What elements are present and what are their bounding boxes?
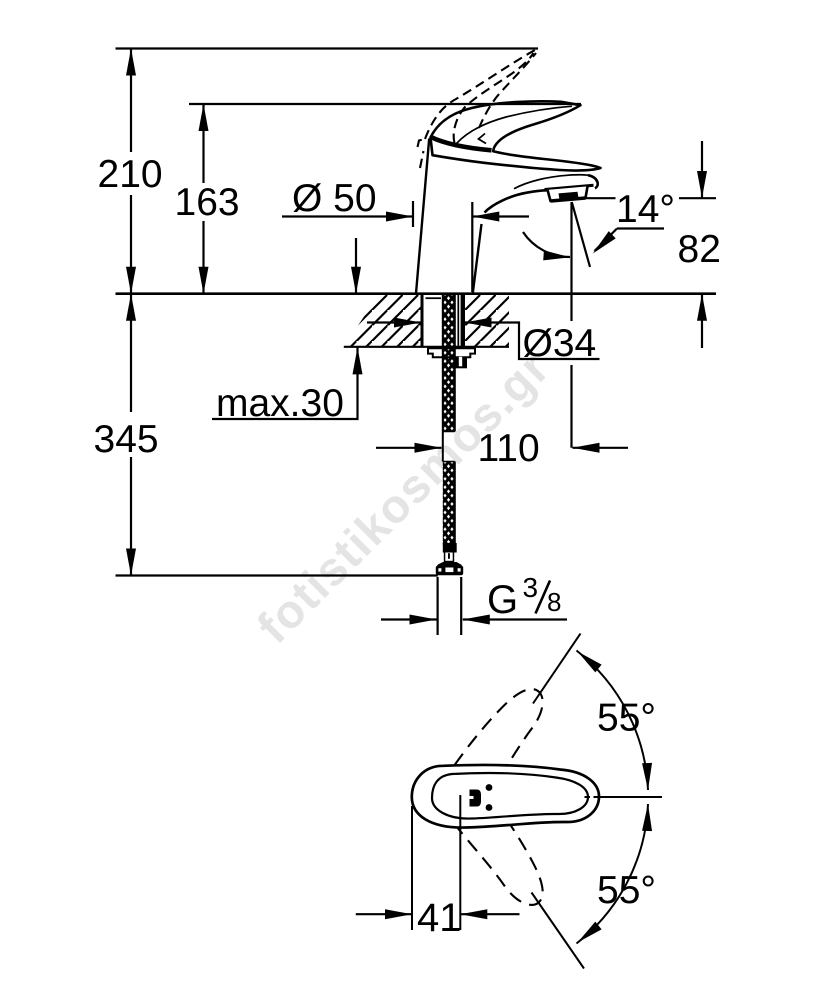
svg-text:8: 8 [547, 587, 561, 617]
svg-text:14°: 14° [616, 188, 675, 231]
svg-text:G: G [487, 578, 518, 622]
svg-text:41: 41 [417, 896, 462, 940]
svg-text:210: 210 [98, 153, 163, 196]
svg-text:55°: 55° [597, 697, 656, 740]
svg-text:max.30: max.30 [216, 382, 344, 425]
svg-text:163: 163 [175, 181, 240, 224]
svg-text:110: 110 [478, 427, 540, 470]
svg-text:Ø 50: Ø 50 [292, 177, 377, 220]
svg-text:3: 3 [523, 572, 539, 603]
svg-text:Ø34: Ø34 [523, 322, 597, 365]
svg-text:55°: 55° [597, 869, 656, 912]
svg-text:345: 345 [94, 418, 159, 461]
svg-text:82: 82 [678, 228, 721, 271]
